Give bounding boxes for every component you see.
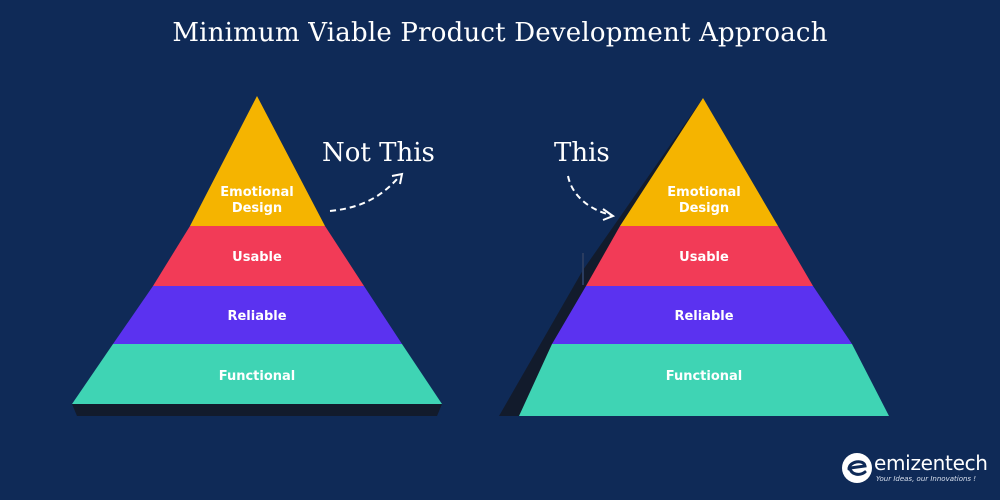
logo-tagline: Your Ideas, our Innovations ! bbox=[876, 475, 977, 483]
page-title: Minimum Viable Product Development Appro… bbox=[172, 18, 828, 48]
label-emotional-line2: Design bbox=[679, 201, 729, 216]
caption-not-this: Not This bbox=[322, 138, 435, 168]
label-usable: Usable bbox=[679, 250, 729, 265]
brand-logo: emizentech Your Ideas, our Innovations ! bbox=[840, 449, 995, 489]
label-emotional-line1: Emotional bbox=[667, 185, 740, 200]
label-functional: Functional bbox=[666, 369, 743, 384]
pyramid-this: Emotional Design Usable Reliable Functio… bbox=[499, 98, 889, 416]
label-emotional-line1: Emotional bbox=[220, 185, 293, 200]
pyramid-not-this: Emotional Design Usable Reliable Functio… bbox=[72, 96, 442, 416]
arrow-this bbox=[567, 175, 616, 221]
layer-usable bbox=[153, 226, 364, 286]
layer-emotional-design bbox=[190, 96, 325, 226]
logo-mark-icon bbox=[842, 453, 872, 483]
layer-usable bbox=[586, 226, 813, 286]
layer-functional bbox=[72, 344, 442, 404]
arrow-not-this bbox=[329, 172, 404, 212]
label-usable: Usable bbox=[232, 250, 282, 265]
caption-this: This bbox=[554, 138, 610, 168]
label-reliable: Reliable bbox=[674, 309, 733, 324]
layer-reliable bbox=[552, 286, 852, 344]
logo-wordmark: emizentech bbox=[874, 451, 988, 475]
layer-functional bbox=[519, 344, 889, 416]
label-functional: Functional bbox=[219, 369, 296, 384]
layer-reliable bbox=[113, 286, 402, 344]
pyramid-base-shadow bbox=[72, 404, 442, 416]
label-emotional-line2: Design bbox=[232, 201, 282, 216]
layer-emotional-design bbox=[620, 98, 778, 226]
label-reliable: Reliable bbox=[227, 309, 286, 324]
